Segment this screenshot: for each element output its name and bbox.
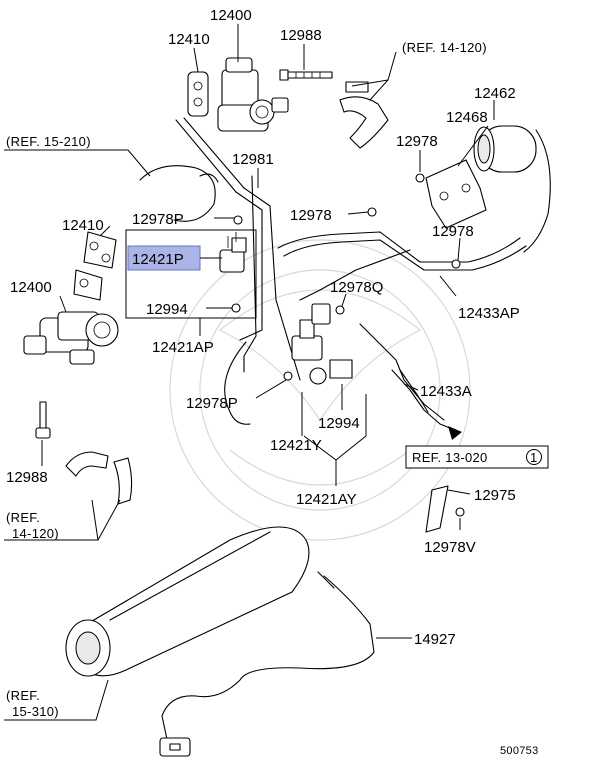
sensor-harness — [161, 575, 375, 745]
bolt-left[interactable] — [35, 401, 51, 439]
tube-4 — [277, 231, 521, 263]
label-ref-15-310-a[interactable]: (REF. — [6, 688, 40, 703]
bolt-top[interactable] — [279, 69, 333, 81]
label-12433ap[interactable]: 12433AP — [458, 305, 520, 322]
label-ref-13-020-circle: 1 — [530, 450, 538, 465]
bolt-12994-box[interactable] — [231, 303, 241, 313]
label-12978p-box[interactable]: 12978P — [132, 211, 184, 228]
group-box-12421ap — [125, 229, 257, 319]
bolt-12978p-box[interactable] — [233, 215, 243, 225]
label-ref-13-020[interactable]: REF. 13-020 — [412, 450, 488, 465]
bracket-12975[interactable] — [425, 485, 449, 533]
label-12978q[interactable]: 12978Q — [330, 279, 383, 296]
label-12468[interactable]: 12468 — [446, 109, 488, 126]
bolt-12978-c[interactable] — [451, 259, 461, 269]
arrow-ref-13-020 — [448, 426, 462, 440]
solenoid-y[interactable] — [291, 303, 353, 385]
sensor-probe — [317, 571, 335, 589]
label-ref-14-120-top[interactable]: (REF. 14-120) — [402, 40, 487, 55]
label-12433a[interactable]: 12433A — [420, 383, 472, 400]
bolt-12978q[interactable] — [335, 305, 345, 315]
label-12462[interactable]: 12462 — [474, 85, 516, 102]
highlight-12421p[interactable] — [127, 245, 201, 271]
canister[interactable] — [473, 125, 551, 253]
diagram-id: 500753 — [500, 745, 539, 757]
label-12400-left[interactable]: 12400 — [10, 279, 52, 296]
manifold-sketch-2 — [199, 173, 219, 183]
tube-3 — [243, 175, 257, 373]
label-ref-14-120-left-a[interactable]: (REF. — [6, 510, 40, 525]
label-12978-b[interactable]: 12978 — [290, 207, 332, 224]
label-12421p[interactable]: 12421P — [132, 251, 184, 268]
tube-6 — [359, 323, 445, 421]
hose-top[interactable] — [339, 81, 389, 149]
label-12994-box[interactable]: 12994 — [146, 301, 188, 318]
hose-left[interactable] — [65, 451, 133, 505]
ref-13-020-box[interactable]: REF. 13-020 1 — [405, 445, 549, 469]
cable-12433a — [391, 369, 461, 433]
bolt-12978p-low[interactable] — [283, 371, 293, 381]
sensor-connector[interactable] — [159, 737, 191, 757]
tube-1 — [175, 119, 263, 341]
bracket[interactable] — [425, 159, 487, 229]
label-ref-15-310-b[interactable]: 15-310) — [12, 704, 59, 719]
bolt-12978-a[interactable] — [415, 173, 425, 183]
label-ref-14-120-left-b[interactable]: 14-120) — [12, 526, 59, 541]
label-14927[interactable]: 14927 — [414, 631, 456, 648]
label-12421ap[interactable]: 12421AP — [152, 339, 214, 356]
label-12988-top[interactable]: 12988 — [280, 27, 322, 44]
label-12988-left[interactable]: 12988 — [6, 469, 48, 486]
tube-5 — [283, 239, 527, 271]
tube-7 — [399, 369, 429, 413]
gasket-left[interactable] — [73, 231, 117, 301]
watermark-emblem — [169, 239, 471, 541]
label-12978v[interactable]: 12978V — [424, 539, 476, 556]
label-ref-15-210[interactable]: (REF. 15-210) — [6, 134, 91, 149]
label-12421y[interactable]: 12421Y — [270, 437, 322, 454]
label-12978-a[interactable]: 12978 — [396, 133, 438, 150]
label-12978-c[interactable]: 12978 — [432, 223, 474, 240]
gasket-top[interactable] — [187, 71, 209, 117]
label-12421ay[interactable]: 12421AY — [296, 491, 357, 508]
label-12410-left[interactable]: 12410 — [62, 217, 104, 234]
catalytic-converter[interactable] — [65, 526, 310, 677]
label-12981[interactable]: 12981 — [232, 151, 274, 168]
tube-2 — [183, 117, 301, 381]
bolt-12978-b[interactable] — [367, 207, 377, 217]
tube-8 — [299, 249, 411, 301]
leader-lines — [4, 24, 495, 721]
label-12994-mid[interactable]: 12994 — [318, 415, 360, 432]
label-12978p-low[interactable]: 12978P — [186, 395, 238, 412]
solenoid-p[interactable] — [219, 232, 247, 273]
manifold-sketch — [139, 165, 216, 222]
egr-valve-top[interactable] — [217, 57, 289, 132]
egr-valve-left[interactable] — [23, 311, 119, 365]
label-12975[interactable]: 12975 — [474, 487, 516, 504]
tube-9 — [224, 341, 251, 425]
label-12410-top[interactable]: 12410 — [168, 31, 210, 48]
label-12400-top[interactable]: 12400 — [210, 7, 252, 24]
bolt-12978v[interactable] — [455, 507, 465, 517]
